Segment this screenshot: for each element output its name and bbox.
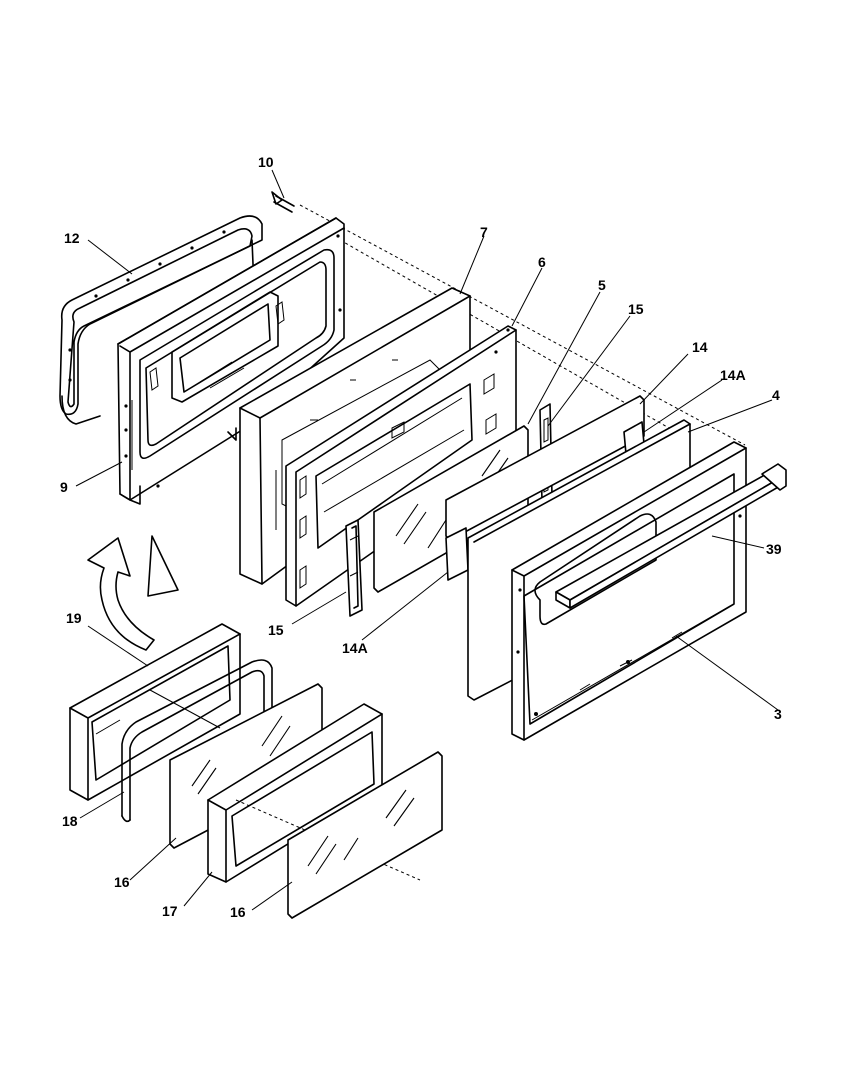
leader-lines: [75, 169, 779, 911]
part-9-inner-door-panel: [117, 217, 345, 505]
part-39-door-handle: [555, 463, 787, 609]
callout-14: 14: [692, 339, 708, 355]
part-6-door-liner: [285, 325, 517, 607]
callout-6: 6: [538, 254, 546, 270]
callout-16-lower: 16: [230, 904, 246, 920]
callout-7: 7: [480, 224, 488, 240]
callout-3: 3: [774, 706, 782, 722]
callout-14a-lower: 14A: [342, 640, 368, 656]
part-10-screw: [271, 191, 295, 213]
callout-labels: 10 12 7 6 5 15 14 14A 4 9 39 19 15 14A 3…: [60, 154, 782, 920]
part-16-glass-lower: [287, 751, 443, 919]
callout-9: 9: [60, 479, 68, 495]
assembly-direction-arrow: [87, 535, 179, 651]
part-15-lower-bracket: [345, 519, 363, 617]
callout-18: 18: [62, 813, 78, 829]
callout-17: 17: [162, 903, 178, 919]
part-17-glass-spacer: [207, 703, 421, 883]
gasket-clips: [68, 230, 226, 382]
callout-15-lower: 15: [268, 622, 284, 638]
part-18-seal-wire: [121, 659, 273, 823]
callout-15-upper: 15: [628, 301, 644, 317]
callout-16-upper: 16: [114, 874, 130, 890]
part-3-outer-door-frame: [511, 441, 747, 741]
alignment-lines: [299, 204, 746, 446]
callout-4: 4: [772, 387, 780, 403]
callout-10: 10: [258, 154, 274, 170]
callout-12: 12: [64, 230, 80, 246]
callout-19: 19: [66, 610, 82, 626]
callout-39: 39: [766, 541, 782, 557]
callout-5: 5: [598, 277, 606, 293]
callout-14a-upper: 14A: [720, 367, 746, 383]
